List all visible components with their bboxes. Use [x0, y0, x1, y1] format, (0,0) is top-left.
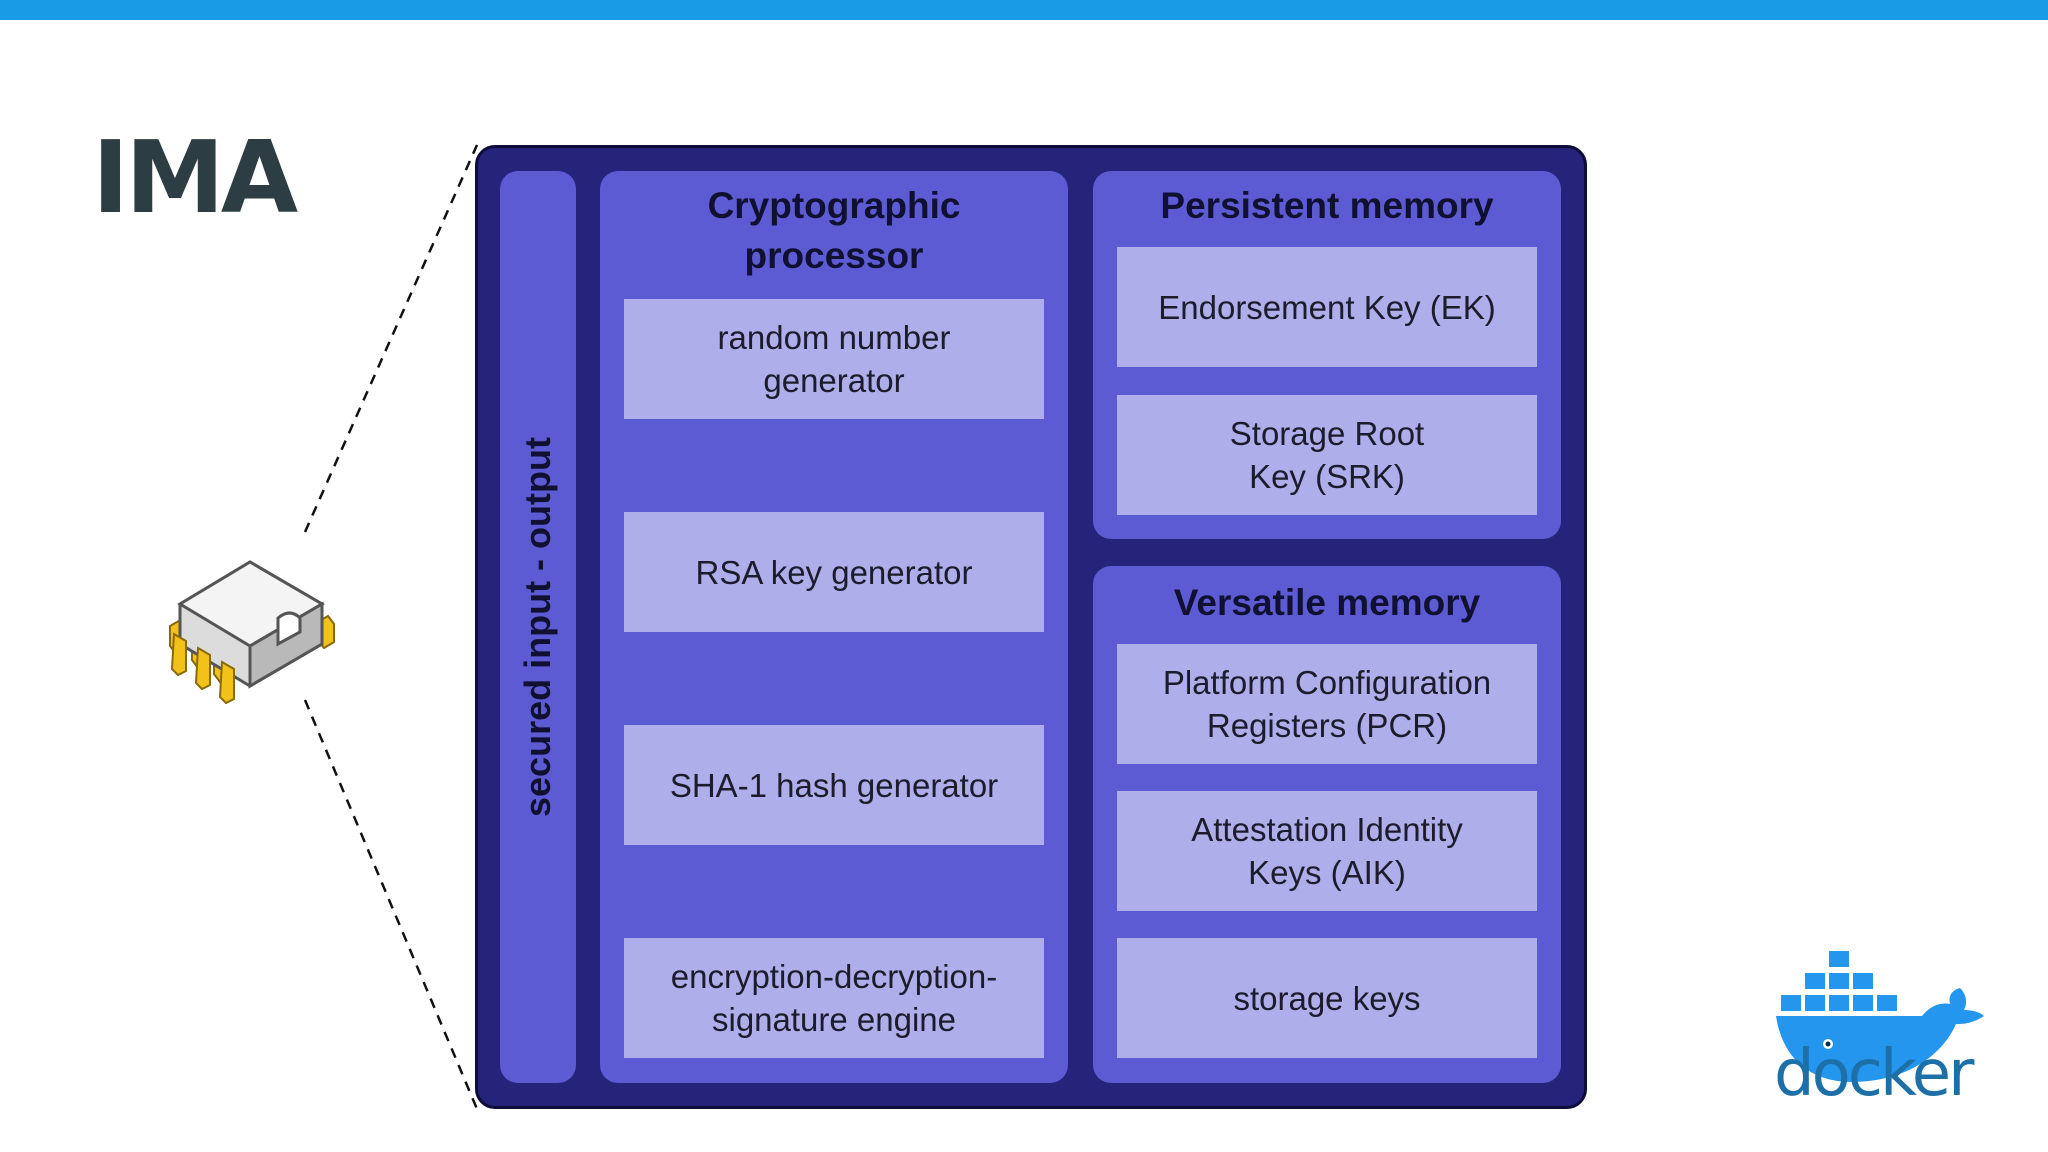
crypto-processor-panel: Cryptographic processor random number gen…	[600, 171, 1068, 1083]
crypto-item-random-number-generator: random number generator	[624, 299, 1044, 419]
io-bar	[500, 171, 576, 1083]
cell-line: storage keys	[1233, 979, 1421, 1017]
docker-wordmark: docker	[1774, 1037, 1974, 1111]
persistent-title: Persistent memory	[1160, 185, 1494, 226]
cell-line: Platform Configuration	[1162, 664, 1492, 701]
cell-line: RSA key generator	[695, 553, 973, 591]
cell-line: Endorsement Key (EK)	[1158, 288, 1496, 326]
cell-line: encryption-decryption-	[670, 958, 998, 995]
persistent-memory-panel: Persistent memory Endorsement Key (EK) S…	[1093, 171, 1561, 539]
cell-line: random number	[717, 319, 951, 356]
top-accent-bar	[0, 0, 2048, 20]
cell-line: Key (SRK)	[1249, 458, 1405, 495]
cell-line: SHA-1 hash generator	[669, 766, 999, 804]
cell-line: Registers (PCR)	[1206, 707, 1448, 744]
slide-title: IMA	[92, 119, 298, 236]
cell-line: Attestation Identity	[1191, 811, 1463, 848]
docker-logo-icon	[1776, 949, 1984, 1082]
crypto-title-line2: processor	[744, 235, 924, 276]
crypto-title-line1: Cryptographic	[707, 185, 961, 226]
versatile-item-storage-keys: storage keys	[1117, 938, 1537, 1058]
crypto-item-encryption-engine: encryption-decryption-signature engine	[624, 938, 1044, 1058]
crypto-item-rsa-key-generator: RSA key generator	[624, 512, 1044, 632]
chip-icon	[169, 560, 335, 705]
persistent-item-endorsement-key: Endorsement Key (EK)	[1117, 247, 1537, 367]
zoom-line-top	[303, 144, 479, 533]
zoom-line-bottom	[303, 699, 479, 1110]
versatile-title: Versatile memory	[1173, 582, 1481, 623]
cell-line: generator	[763, 362, 905, 399]
cell-line: Storage Root	[1229, 415, 1425, 452]
cell-line: Keys (AIK)	[1248, 854, 1406, 891]
crypto-item-sha1-hash-generator: SHA-1 hash generator	[624, 725, 1044, 845]
io-label: secured input - output	[517, 437, 558, 817]
cell-line: signature engine	[711, 1001, 957, 1038]
